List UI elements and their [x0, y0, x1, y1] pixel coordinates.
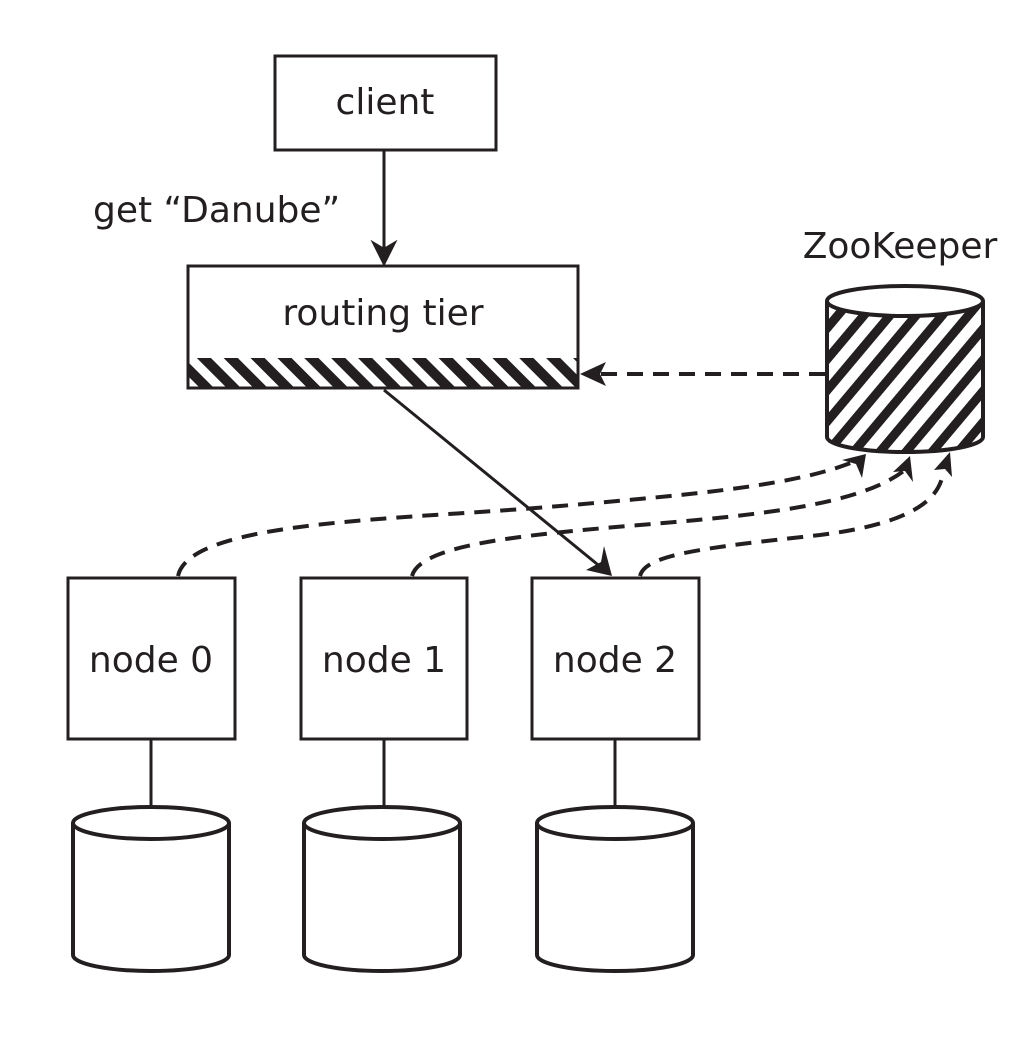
routing-tier-label: routing tier	[282, 293, 483, 334]
node-0-box: node 0	[66, 576, 237, 741]
disk-node-1	[302, 805, 462, 973]
edge-node-1-to-zookeeper	[410, 468, 907, 577]
zookeeper-cylinder	[825, 284, 985, 454]
arrowhead-routing	[580, 362, 606, 386]
request-label: get “Danube”	[93, 190, 340, 231]
node-0-label: node 0	[89, 640, 213, 681]
routing-metadata-band	[189, 358, 577, 387]
arrowhead-zk-1	[893, 456, 913, 482]
node-1-box: node 1	[299, 576, 469, 741]
arrowhead-zk-0	[842, 454, 866, 478]
edge-node-2-to-zookeeper	[638, 477, 944, 577]
node-1-label: node 1	[322, 640, 446, 681]
routing-tier-box: routing tier	[186, 264, 580, 390]
client-box: client	[273, 54, 498, 152]
edge-node-0-to-zookeeper	[176, 458, 859, 577]
disk-node-2	[535, 805, 695, 973]
arrowhead-zk-2	[934, 452, 952, 477]
node-2-label: node 2	[553, 640, 677, 681]
zookeeper-label: ZooKeeper	[803, 226, 998, 267]
node-2-box: node 2	[530, 576, 701, 741]
client-label: client	[336, 82, 435, 123]
arrowhead-node-2	[586, 546, 612, 576]
disk-node-0	[71, 805, 231, 973]
edge-routing-to-node-2	[383, 388, 609, 575]
